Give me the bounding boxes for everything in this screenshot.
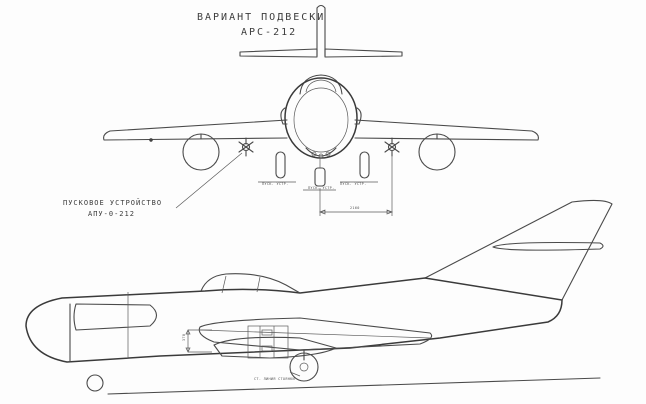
rocket-launcher-left bbox=[238, 137, 254, 157]
front-stabilizer bbox=[239, 48, 403, 58]
side-tail-fin bbox=[424, 199, 613, 301]
pylon-store-right bbox=[359, 151, 370, 179]
nose-wheel bbox=[86, 374, 104, 392]
front-wing-right bbox=[354, 119, 539, 141]
side-view bbox=[25, 199, 613, 395]
front-fuselage bbox=[284, 77, 358, 159]
dimension-horizontal: 2160 bbox=[350, 206, 360, 210]
launcher-leader-line bbox=[175, 152, 243, 209]
front-tail-fin bbox=[316, 4, 326, 57]
pylon-note-left: ПУСК. УСТР. bbox=[262, 182, 289, 186]
title-line1: ВАРИАНТ ПОДВЕСКИ bbox=[197, 12, 326, 23]
dimension-vertical: 378 bbox=[182, 333, 186, 341]
title-line2: АРС-212 bbox=[241, 27, 298, 38]
ground-line bbox=[107, 377, 601, 395]
side-fuselage bbox=[25, 277, 563, 363]
pylon-store-center bbox=[314, 167, 326, 187]
ground-line-note: СТ. ЛИНИЯ СТОЯНКИ bbox=[254, 377, 295, 381]
nose-panel bbox=[73, 303, 158, 331]
pylon-store-left bbox=[275, 151, 286, 179]
rocket-launcher-right bbox=[384, 137, 400, 157]
side-stabilizer bbox=[492, 241, 604, 251]
launcher-label-line1: ПУСКОВОЕ УСТРОЙСТВО bbox=[63, 199, 163, 207]
side-wing bbox=[198, 317, 433, 351]
front-view bbox=[103, 4, 539, 216]
front-wing-left bbox=[103, 119, 288, 141]
pylon-note-right: ПУСК. УСТР. bbox=[340, 182, 367, 186]
front-canopy bbox=[299, 74, 343, 95]
side-canopy bbox=[200, 273, 301, 294]
pylon-note-center: ПУСК. УСТР. bbox=[308, 186, 335, 190]
launcher-label-line2: АПУ-0-212 bbox=[88, 210, 135, 218]
